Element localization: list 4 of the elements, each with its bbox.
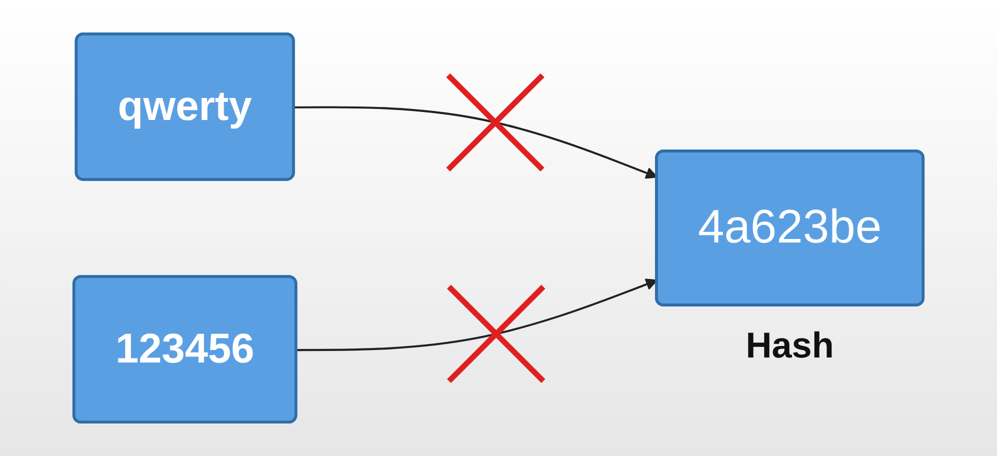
process-box: qwerty <box>74 32 295 181</box>
process-box: 4a623be <box>655 150 925 306</box>
process-box: 123456 <box>72 275 298 424</box>
node-caption: Hash <box>746 324 834 366</box>
